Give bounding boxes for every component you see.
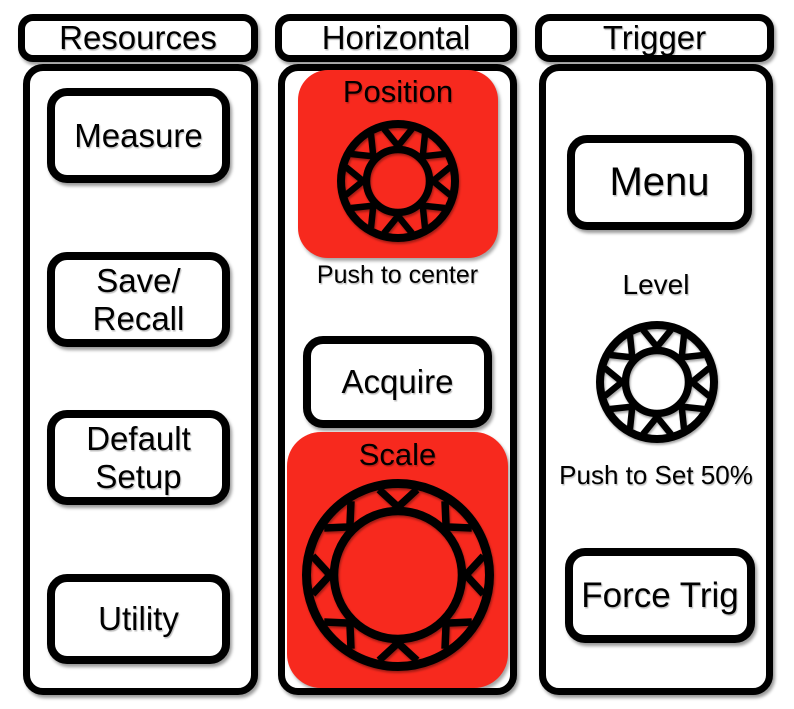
level-knob-icon[interactable] (593, 318, 721, 446)
resources-title: Resources (59, 19, 217, 56)
scale-knob-icon[interactable] (300, 477, 496, 673)
horizontal-panel-header: Horizontal (275, 14, 517, 62)
menu-button[interactable]: Menu (567, 135, 752, 230)
resources-panel-header: Resources (18, 14, 258, 62)
level-knob-hint: Push to Set 50% (559, 459, 753, 490)
position-knob-label: Position (342, 74, 454, 109)
position-knob-hint: Push to center (316, 260, 479, 289)
force-trig-button[interactable]: Force Trig (565, 548, 755, 643)
trigger-panel-header: Trigger (535, 14, 774, 62)
scale-knob-label: Scale (358, 437, 437, 472)
position-knob-highlight (298, 70, 498, 258)
horizontal-title: Horizontal (321, 19, 471, 56)
acquire-button[interactable]: Acquire (303, 336, 492, 428)
trigger-title: Trigger (602, 19, 707, 56)
measure-button[interactable]: Measure (47, 88, 230, 183)
utility-button[interactable]: Utility (47, 574, 230, 664)
position-knob-icon[interactable] (334, 117, 462, 245)
level-knob-label: Level (622, 269, 690, 300)
default-setup-button[interactable]: Default Setup (47, 410, 230, 505)
save-recall-button[interactable]: Save/ Recall (47, 252, 230, 347)
